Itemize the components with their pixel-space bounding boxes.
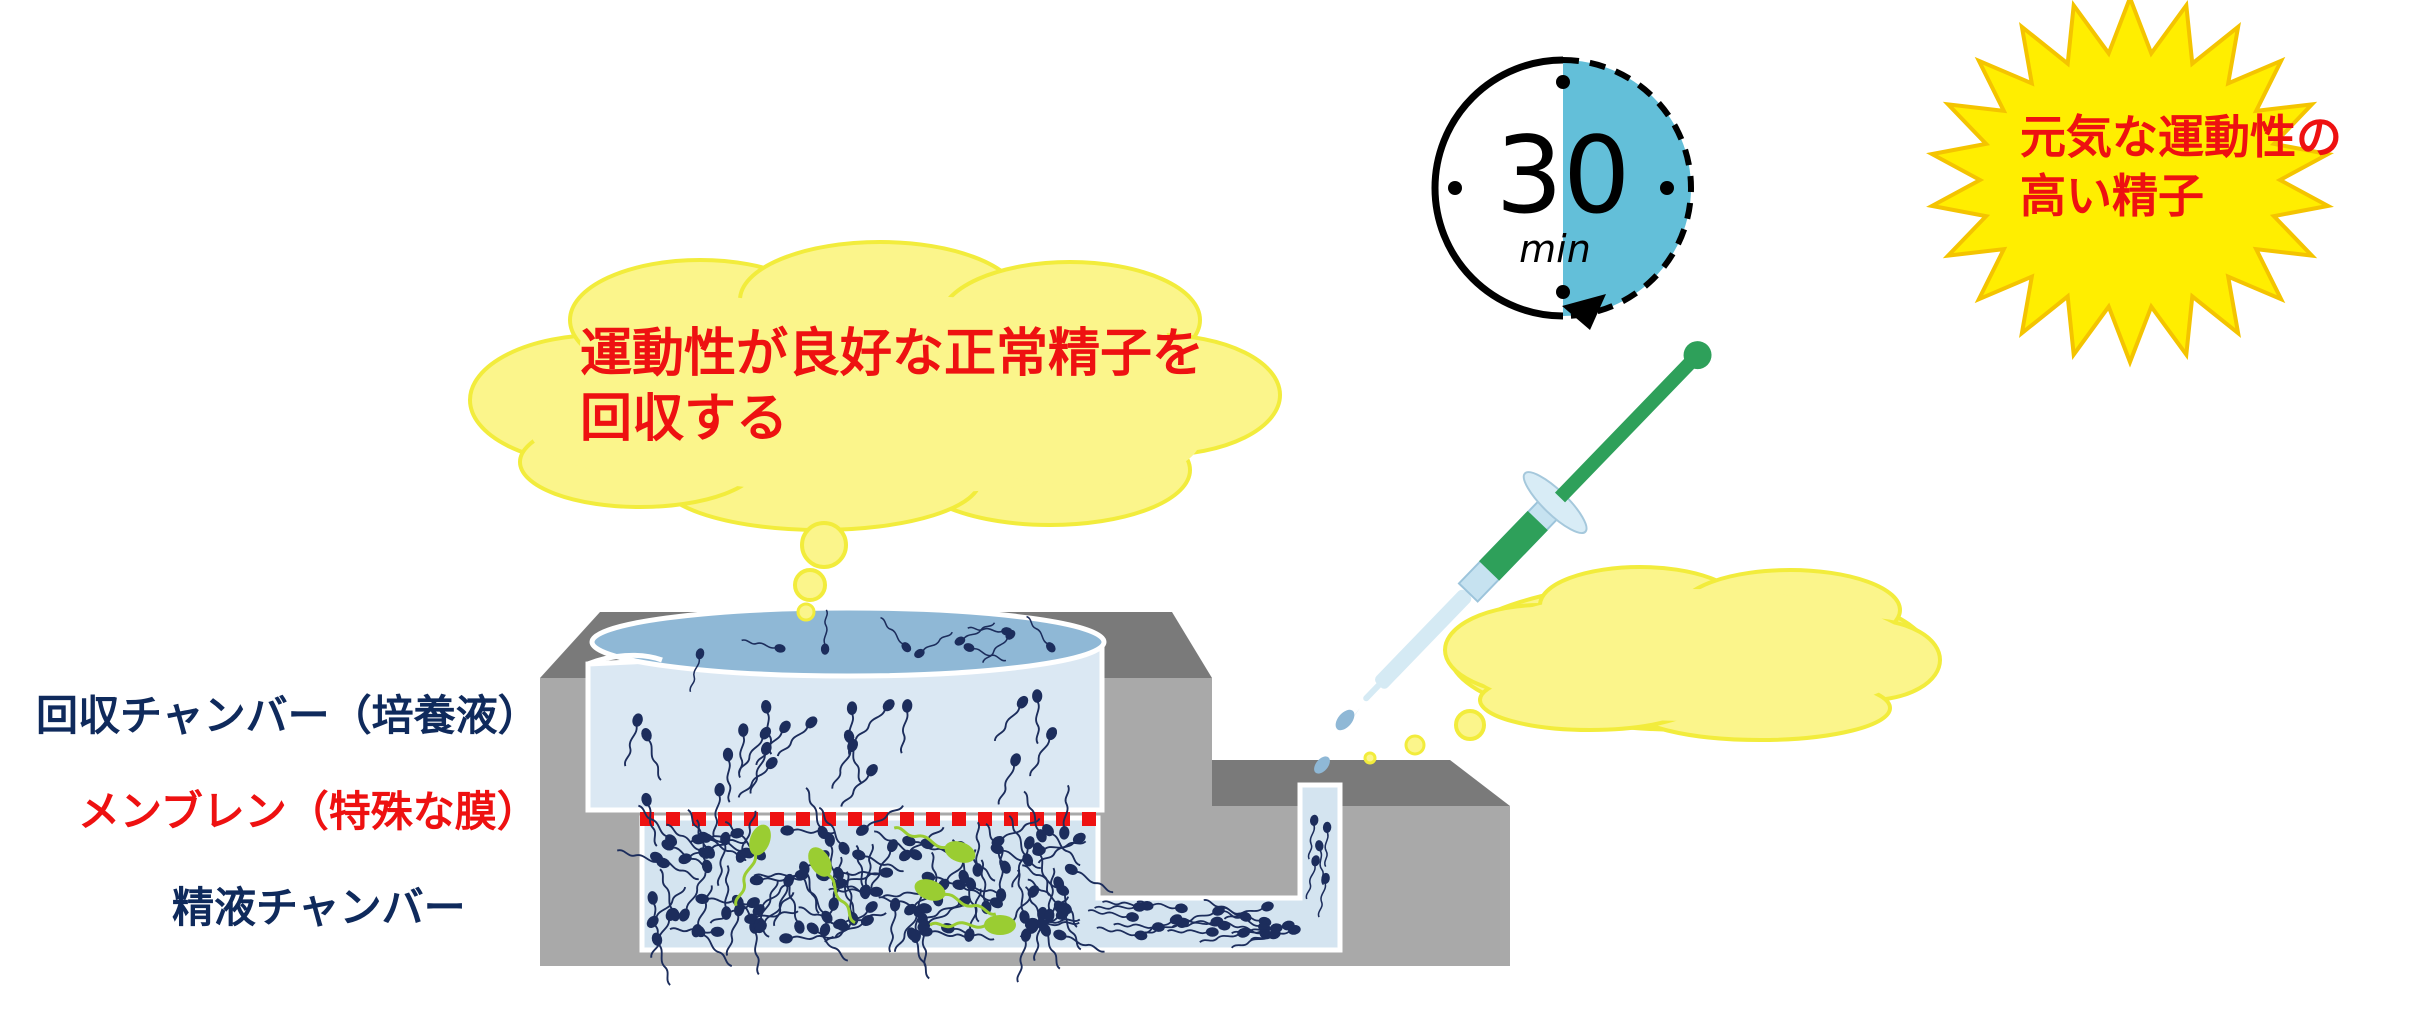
collection-chamber-label: 回収チャンバー（培養液） <box>36 691 540 740</box>
abnormal-sperm-cell <box>893 826 976 863</box>
collection-chamber <box>585 605 1107 813</box>
abnormal-sperm-cell <box>914 879 997 916</box>
membrane-dash <box>848 812 862 826</box>
membrane-dash <box>900 812 914 826</box>
membrane-dash <box>692 812 706 826</box>
membrane <box>640 812 1096 826</box>
membrane-dash <box>874 812 888 826</box>
thought-bubble-text: 運動性が良好な正常精子を回収する <box>580 324 1205 449</box>
timer-unit: min <box>1519 227 1591 271</box>
membrane-label: メンブレン（特殊な膜） <box>78 787 539 836</box>
abnormal-sperm-cell <box>734 824 771 907</box>
starburst <box>1926 0 2334 368</box>
membrane-dash <box>978 812 992 826</box>
membrane-dash <box>1082 812 1096 826</box>
abnormal-sperm-cell <box>808 847 856 925</box>
membrane-dash <box>926 812 940 826</box>
membrane-dash <box>796 812 810 826</box>
timer-icon: 30 min <box>1431 56 1694 330</box>
membrane-dash <box>666 812 680 826</box>
small-thought-bubble <box>1363 565 1942 765</box>
sperm-cells-abnormal <box>734 824 1016 935</box>
timer-value: 30 <box>1496 114 1631 237</box>
semen-chamber-label: 精液チャンバー <box>172 883 466 932</box>
membrane-dash <box>952 812 966 826</box>
thought-bubble <box>468 240 1282 622</box>
starburst-text: 元気な運動性の高い精子 <box>2020 110 2342 223</box>
membrane-dash <box>770 812 784 826</box>
membrane-dash <box>1030 812 1044 826</box>
membrane-dash <box>822 812 836 826</box>
syringe <box>1314 341 1712 774</box>
abnormal-sperm-cell <box>929 915 1016 935</box>
